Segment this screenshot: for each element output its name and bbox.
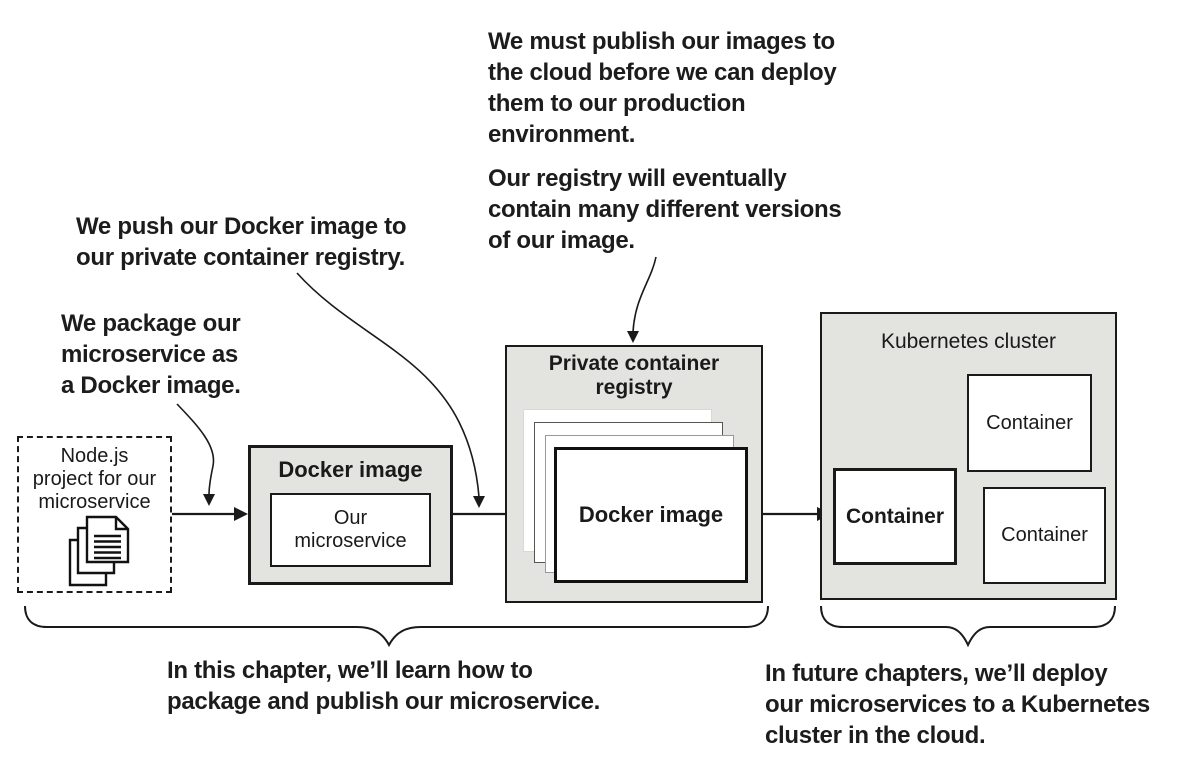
- annotation-line: a Docker image.: [61, 372, 241, 399]
- registry-title-line: Private container: [548, 352, 720, 375]
- annotation-line: contain many different versions: [488, 196, 842, 223]
- container-label: Container: [1001, 524, 1088, 546]
- brace-this-chapter: [24, 605, 769, 648]
- container-label: Container: [845, 504, 944, 528]
- caption-future-chapters: In future chapters, we’ll deploy our mic…: [765, 658, 1150, 751]
- nodejs-label-line: project for our: [32, 468, 157, 490]
- brace-future-chapters: [820, 605, 1116, 648]
- private-registry-title: Private container registry: [507, 352, 761, 400]
- docker-image-box: Docker image Our microservice: [248, 445, 453, 585]
- our-microservice-box: Our microservice: [270, 493, 431, 567]
- nodejs-label-line: microservice: [38, 491, 151, 513]
- annotation-publish: We must publish our images to the cloud …: [488, 26, 837, 150]
- registry-title-line: registry: [595, 376, 673, 399]
- nodejs-project-box: Node.js project for our microservice: [17, 436, 172, 593]
- private-registry-box: Private container registry Docker image: [505, 345, 763, 603]
- container-box-bottom: Container: [983, 487, 1106, 584]
- annotation-line: We must publish our images to: [488, 28, 835, 55]
- annotation-line: We package our: [61, 310, 241, 337]
- caption-line: In future chapters, we’ll deploy: [765, 660, 1108, 687]
- our-microservice-line: microservice: [294, 530, 407, 552]
- documents-icon: [68, 515, 130, 587]
- kubernetes-cluster-title: Kubernetes cluster: [880, 330, 1057, 353]
- caption-line: our microservices to a Kubernetes: [765, 691, 1150, 718]
- container-label: Container: [986, 411, 1073, 434]
- annotation-registry-versions: Our registry will eventually contain man…: [488, 163, 842, 256]
- our-microservice-line: Our: [333, 507, 368, 529]
- annotation-line: microservice as: [61, 341, 238, 368]
- annotation-line: environment.: [488, 121, 636, 148]
- nodejs-project-label: Node.js project for our microservice: [19, 445, 170, 514]
- arrowhead-nodejs-to-docker: [234, 507, 248, 521]
- docker-image-card-label: Docker image: [578, 502, 724, 527]
- container-box-deployed: Container: [833, 468, 957, 565]
- kubernetes-cluster-box: Kubernetes cluster Container Container C…: [820, 312, 1117, 600]
- pointer-registry-annotation: [632, 256, 657, 333]
- arrowhead-registry-annotation: [627, 331, 639, 343]
- annotation-line: We push our Docker image to: [76, 213, 407, 240]
- pointer-push-annotation: [296, 272, 480, 498]
- annotation-line: the cloud before we can deploy: [488, 59, 837, 86]
- arrowhead-package-annotation: [203, 494, 215, 506]
- annotation-line: our private container registry.: [76, 244, 406, 271]
- docker-image-title: Docker image: [278, 457, 423, 482]
- container-box-top: Container: [967, 374, 1092, 472]
- caption-line: cluster in the cloud.: [765, 722, 986, 749]
- annotation-line: them to our production: [488, 90, 746, 117]
- caption-line: In this chapter, we’ll learn how to: [167, 657, 533, 684]
- docker-image-card: Docker image: [554, 447, 748, 583]
- nodejs-label-line: Node.js: [60, 445, 129, 467]
- annotation-push: We push our Docker image to our private …: [76, 211, 406, 273]
- pointer-package-annotation: [176, 403, 215, 496]
- annotation-line: of our image.: [488, 227, 635, 254]
- arrowhead-push-annotation: [473, 496, 485, 508]
- annotation-package: We package our microservice as a Docker …: [61, 308, 241, 401]
- caption-line: package and publish our microservice.: [167, 688, 601, 715]
- caption-this-chapter: In this chapter, we’ll learn how to pack…: [167, 655, 600, 717]
- annotation-line: Our registry will eventually: [488, 165, 787, 192]
